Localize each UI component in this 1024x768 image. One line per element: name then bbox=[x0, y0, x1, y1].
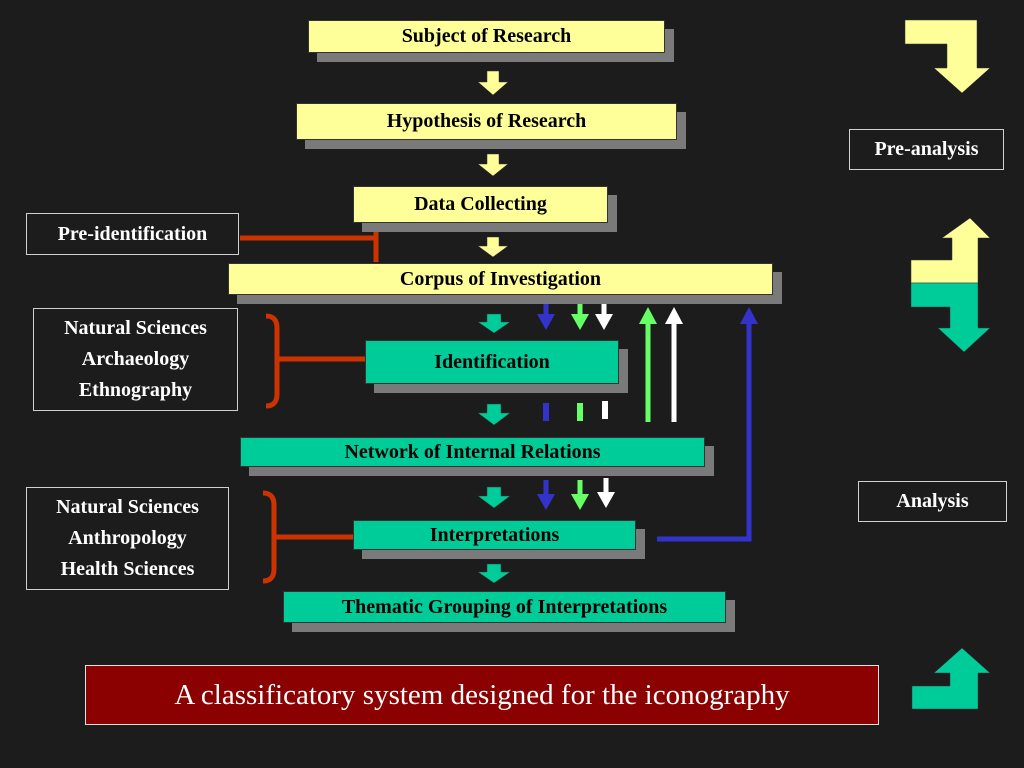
analysis-label: Analysis bbox=[858, 481, 1007, 522]
thematic-grouping-box: Thematic Grouping of Interpretations bbox=[283, 591, 726, 623]
identification-box: Identification bbox=[365, 340, 619, 384]
network-of-internal-relations-box: Network of Internal Relations bbox=[240, 437, 705, 467]
data-collecting-box: Data Collecting bbox=[353, 186, 608, 223]
flow-arrow-7 bbox=[477, 563, 511, 584]
group1-line-2: Archaeology bbox=[81, 348, 190, 370]
blue-feedback-arrow bbox=[657, 307, 758, 542]
flow-arrow-1 bbox=[477, 70, 509, 96]
subject-of-research-box: Subject of Research bbox=[308, 20, 665, 53]
pre-identification-label: Pre-identification bbox=[26, 213, 239, 255]
group1-line-1: Natural Sciences bbox=[64, 317, 207, 339]
flow-arrow-4 bbox=[477, 313, 511, 334]
pre-analysis-label: Pre-analysis bbox=[849, 129, 1004, 170]
analysis-end-arrow-icon bbox=[911, 647, 991, 710]
flow-arrow-5 bbox=[477, 403, 511, 426]
group2-label: Natural Sciences Anthropology Health Sci… bbox=[26, 487, 229, 590]
group2-line-1: Natural Sciences bbox=[56, 496, 199, 518]
white-down-arrow-1 bbox=[595, 298, 613, 330]
blue-down-arrow-1 bbox=[537, 298, 555, 330]
group1-line-3: Ethnography bbox=[78, 379, 193, 401]
identification-split-arrow-icon bbox=[910, 217, 991, 353]
bracket-group2 bbox=[262, 490, 277, 584]
green-down-arrow-2 bbox=[571, 480, 589, 510]
flow-arrow-6 bbox=[477, 486, 511, 509]
blue-down-arrow-2 bbox=[537, 480, 555, 510]
green-up-arrow bbox=[639, 307, 657, 422]
group2-line-3: Health Sciences bbox=[60, 558, 195, 580]
interpretations-box: Interpretations bbox=[353, 520, 636, 550]
group2-line-2: Anthropology bbox=[68, 527, 187, 549]
footer-caption: A classificatory system designed for the… bbox=[85, 665, 879, 725]
group1-label: Natural Sciences Archaeology Ethnography bbox=[33, 308, 238, 411]
flow-arrow-2 bbox=[477, 153, 509, 177]
pre-identification-connector bbox=[240, 224, 379, 262]
corpus-of-investigation-box: Corpus of Investigation bbox=[228, 263, 773, 295]
hypothesis-of-research-box: Hypothesis of Research bbox=[296, 103, 677, 140]
flow-arrow-3 bbox=[477, 236, 509, 258]
bracket-group1 bbox=[265, 313, 280, 409]
white-up-arrow bbox=[665, 307, 683, 422]
green-down-arrow-1 bbox=[571, 298, 589, 330]
white-down-arrow-2 bbox=[597, 478, 615, 508]
pre-analysis-arrow-icon bbox=[904, 19, 991, 94]
